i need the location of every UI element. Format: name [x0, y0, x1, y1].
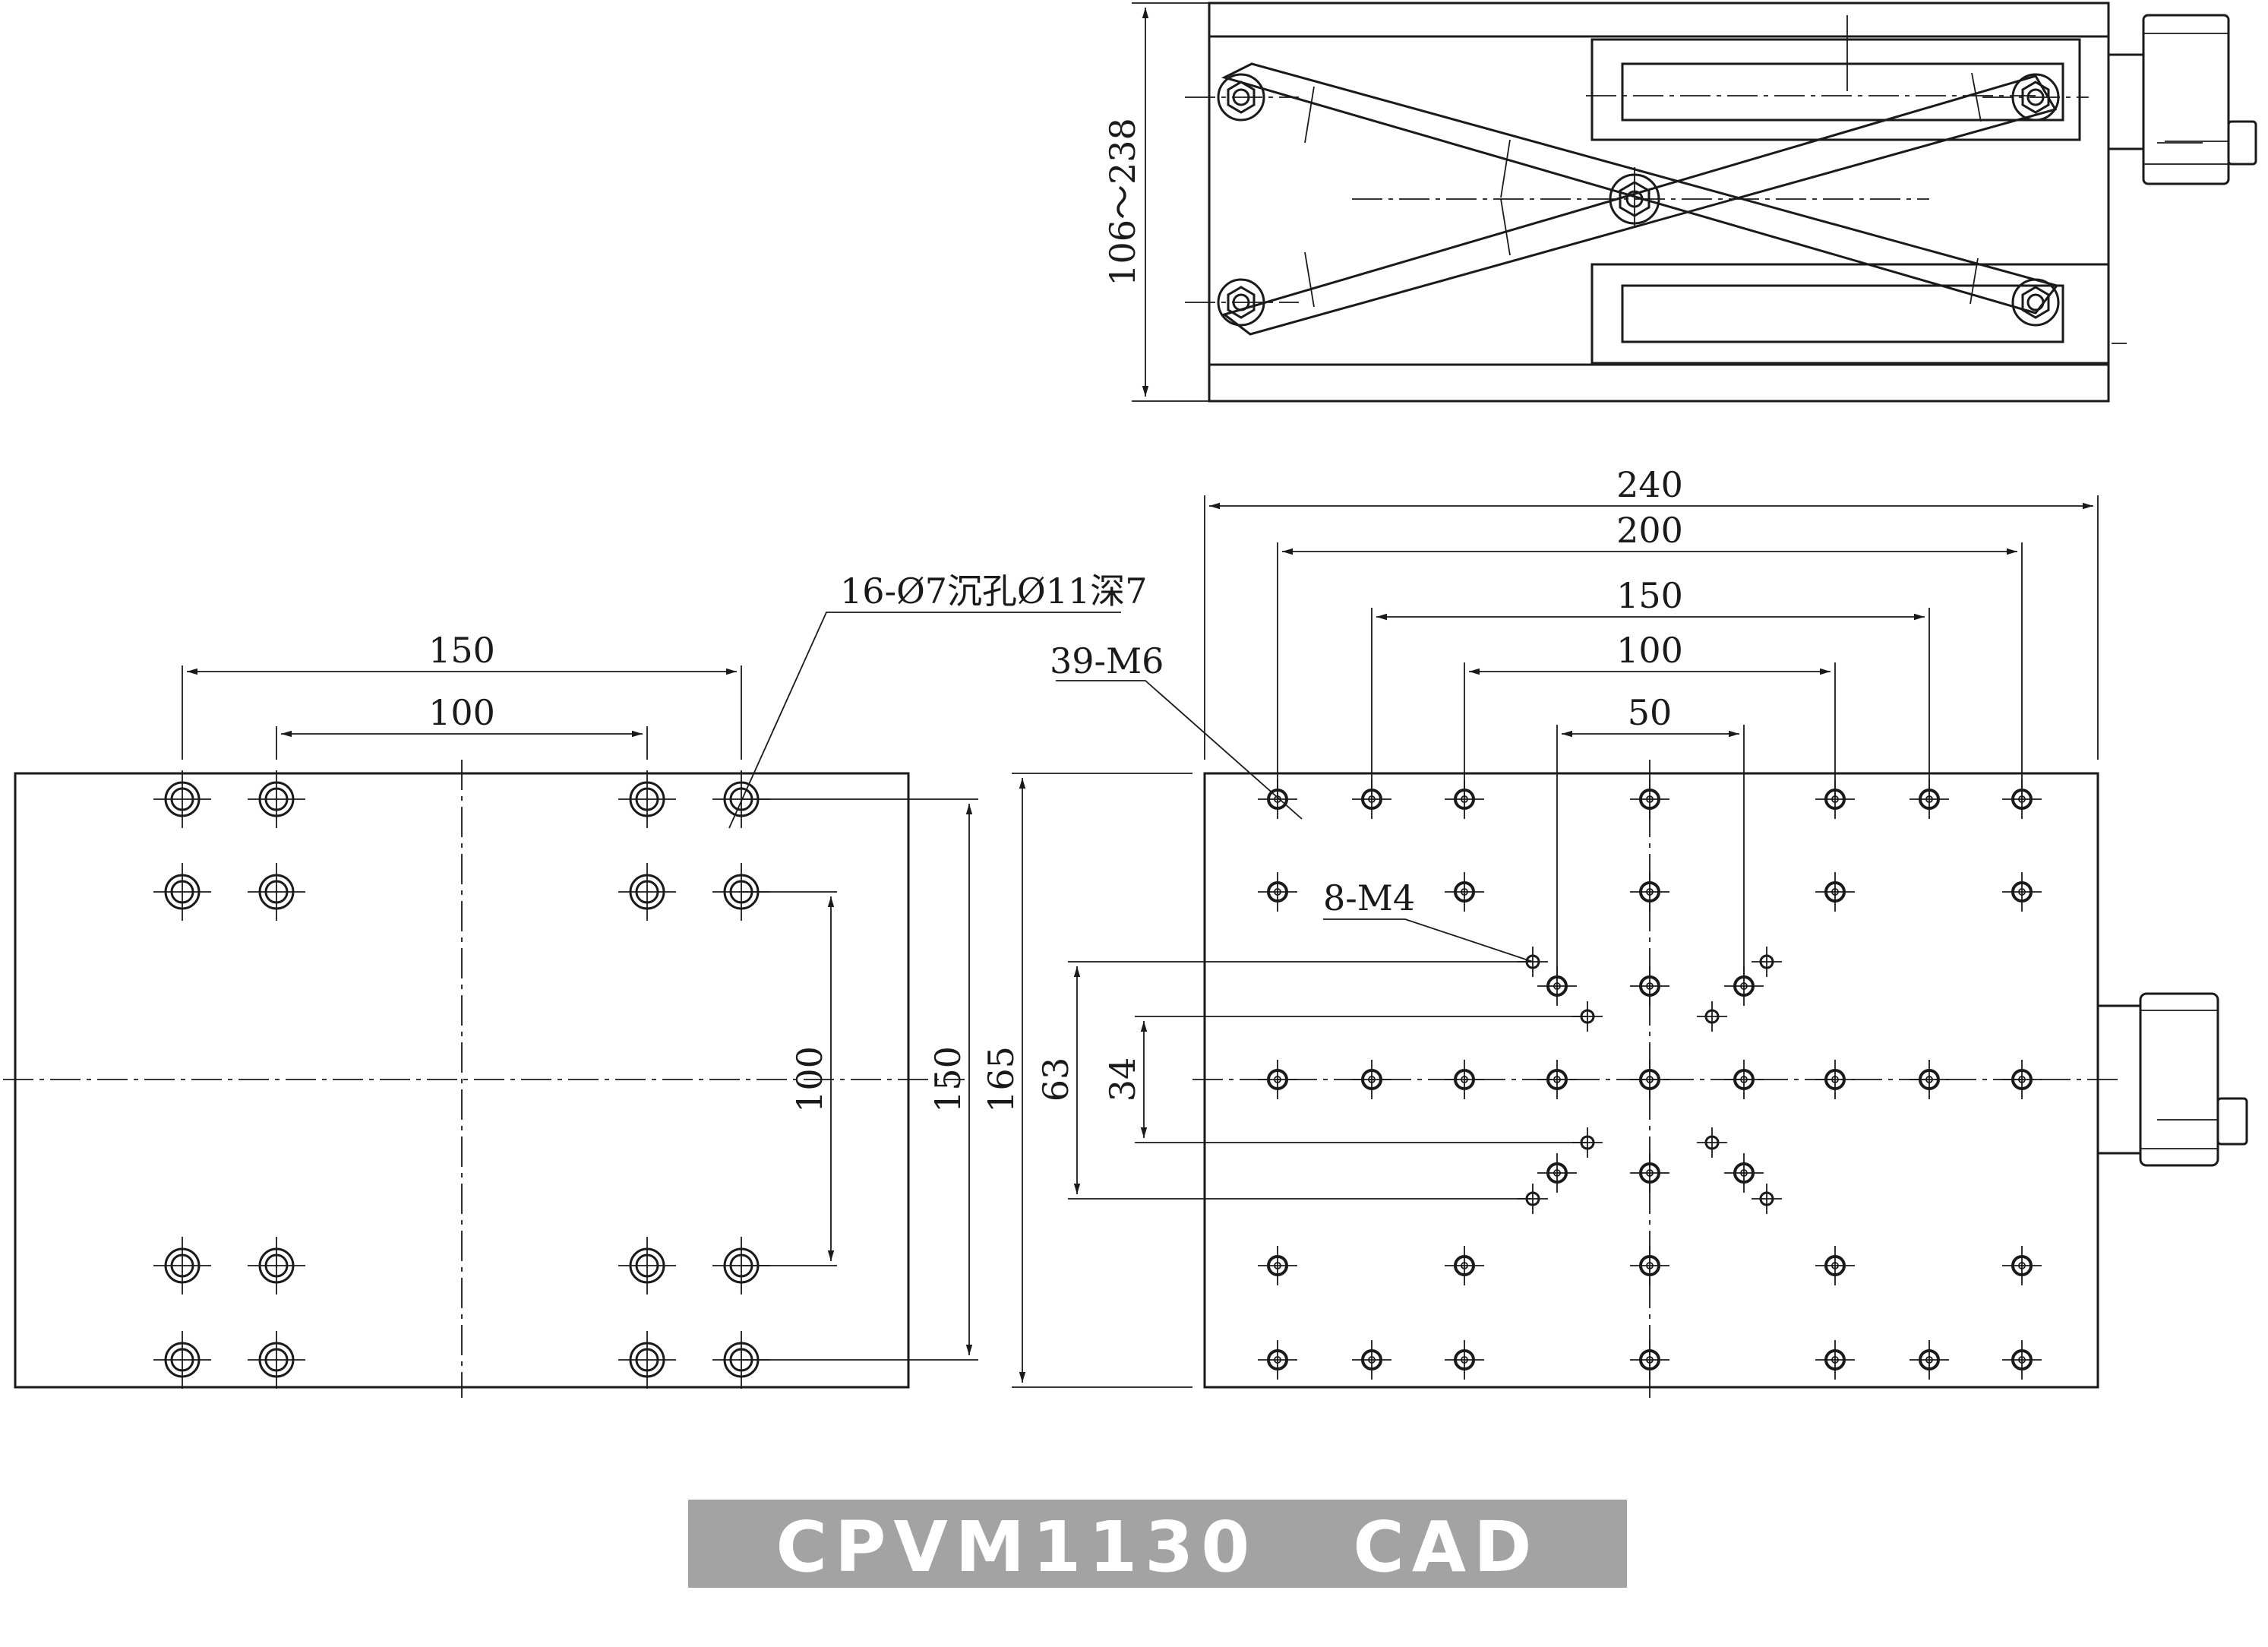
m6-hole	[1630, 1153, 1669, 1193]
m6-hole	[1630, 1340, 1669, 1380]
top-dim-200: 200	[1616, 510, 1683, 551]
m6-hole	[1630, 779, 1669, 819]
m4-note: 8-M4	[1323, 877, 1415, 918]
counterbore-hole	[618, 863, 676, 921]
m6-hole	[1909, 1060, 1949, 1099]
top-dim-50: 50	[1628, 692, 1673, 733]
bottom-dim-150: 150	[428, 630, 495, 671]
m6-hole	[1630, 872, 1669, 912]
m6-note: 39-M6	[1050, 640, 1164, 681]
m6-hole	[2002, 1060, 2042, 1099]
counterbore-hole	[153, 1237, 211, 1295]
m6-hole	[1445, 1060, 1484, 1099]
counterbore-hole	[248, 1237, 305, 1295]
m6-hole	[1352, 1060, 1391, 1099]
bottom-dim-100: 100	[428, 692, 495, 733]
m6-hole	[1537, 1060, 1577, 1099]
bottom-dim-right-100: 100	[789, 1046, 830, 1113]
counterbore-hole	[153, 770, 211, 828]
top-dim-100: 100	[1616, 630, 1683, 671]
bottom-dim-right-150: 150	[927, 1046, 968, 1113]
m6-hole	[1352, 1340, 1391, 1380]
m6-hole	[1815, 1246, 1855, 1285]
m4-hole	[1752, 947, 1782, 977]
height-range-label: 106～238	[1102, 118, 1143, 286]
m6-hole	[2002, 1340, 2042, 1380]
m6-hole	[1445, 872, 1484, 912]
m6-holes	[1258, 779, 2042, 1380]
top-dim-150: 150	[1616, 575, 1683, 616]
counterbore-hole	[248, 863, 305, 921]
m6-hole	[2002, 872, 2042, 912]
counterbore-hole	[153, 1331, 211, 1389]
counterbore-hole	[248, 770, 305, 828]
m6-hole	[1445, 1246, 1484, 1285]
m4-hole	[1697, 1127, 1727, 1158]
top-dim-165: 165	[981, 1046, 1022, 1113]
counterbore-hole	[153, 863, 211, 921]
counterbore-hole	[618, 1331, 676, 1389]
m6-hole	[1724, 1153, 1764, 1193]
counterbore-hole	[618, 770, 676, 828]
m6-hole	[1258, 1246, 1297, 1285]
side-view: 106～238	[1102, 2, 2257, 403]
m6-hole	[1630, 1246, 1669, 1285]
m6-hole	[1445, 1340, 1484, 1380]
bottom-plate-view: 150 100 16-Ø7沉孔Ø11深7 100 150	[3, 571, 1148, 1398]
counterbore-hole	[248, 1331, 305, 1389]
m6-hole	[1815, 872, 1855, 912]
top-dim-63: 63	[1035, 1057, 1076, 1102]
m6-hole	[1815, 1060, 1855, 1099]
counterbore-note: 16-Ø7沉孔Ø11深7	[840, 571, 1148, 612]
m6-hole	[1258, 1340, 1297, 1380]
m6-hole	[1724, 1060, 1764, 1099]
m6-hole	[2002, 1246, 2042, 1285]
m6-hole	[1258, 872, 1297, 912]
pivot-bolts	[1185, 73, 2089, 327]
m6-hole	[1537, 1153, 1577, 1193]
m4-hole	[1697, 1001, 1727, 1032]
counterbore-hole	[618, 1237, 676, 1295]
m4-hole	[1752, 1184, 1782, 1214]
m6-hole	[1258, 1060, 1297, 1099]
title-banner: CPVM1130 CAD	[688, 1500, 1627, 1588]
top-dim-240: 240	[1616, 464, 1683, 505]
top-dim-34: 34	[1102, 1057, 1143, 1102]
title-text: CPVM1130 CAD	[776, 1506, 1540, 1588]
m6-hole	[1815, 1340, 1855, 1380]
m6-hole	[1630, 1060, 1669, 1099]
m6-hole	[1630, 966, 1669, 1006]
m6-hole	[1909, 1340, 1949, 1380]
top-plate-view: 240 200 150 100 50 39-M6 8-M4 165 63	[981, 464, 2248, 1398]
counterbore-holes	[153, 770, 770, 1389]
